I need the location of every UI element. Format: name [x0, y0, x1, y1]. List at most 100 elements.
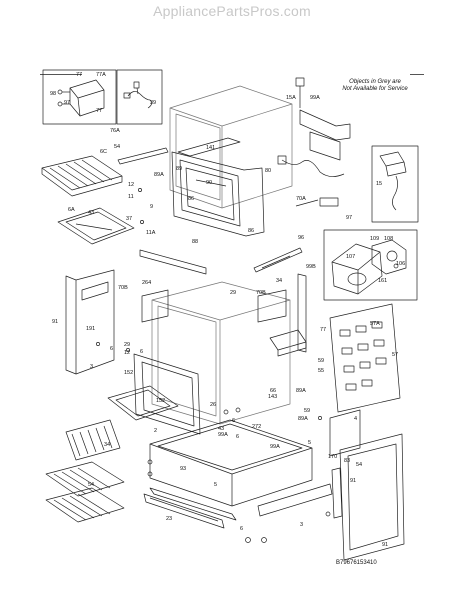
availability-note-line-2: Not Available for Service	[342, 86, 408, 92]
callout-label: 39	[150, 100, 156, 106]
callout-label: 90	[206, 180, 212, 186]
callout-label: 96	[298, 235, 304, 241]
callout-label: 97	[346, 215, 352, 221]
callout-label: 6	[240, 526, 243, 532]
callout-label: 54	[88, 482, 94, 488]
header-rule-right	[410, 74, 424, 75]
upper-element-bar	[177, 137, 241, 187]
callout-label: 12	[128, 182, 134, 188]
callout-label: 91	[350, 478, 356, 484]
header-rule-left	[40, 74, 82, 75]
callout-label: 89	[176, 166, 182, 172]
callout-label: 6C	[100, 149, 107, 155]
bracket-part	[57, 79, 105, 117]
lower-broil-pan	[107, 385, 179, 421]
callout-label: 66	[270, 388, 276, 394]
inset-box-sensor	[371, 145, 419, 223]
callout-label: 23	[166, 516, 172, 522]
side-panel-91	[329, 409, 361, 457]
callout-label: 86	[248, 228, 254, 234]
callout-label: 80	[265, 168, 271, 174]
callout-label: 191	[86, 326, 95, 332]
callout-label: 141	[206, 145, 215, 151]
drawer-side-trim	[331, 467, 343, 519]
callout-label: 89A	[296, 388, 306, 394]
callout-label: 4	[354, 416, 357, 422]
callout-label: 89A	[154, 172, 164, 178]
callout-label: 3	[300, 522, 303, 528]
callout-label: 37	[126, 216, 132, 222]
callout-label: 59	[304, 408, 310, 414]
inset-box-harness	[116, 69, 163, 125]
rail-bracket-upper	[117, 147, 169, 165]
callout-label: 43	[218, 426, 224, 432]
callout-label: 99A	[310, 95, 320, 101]
callout-label: 34	[104, 442, 110, 448]
left-trim-strip	[65, 269, 115, 375]
upper-broil-pan	[57, 207, 135, 245]
callout-label: 11	[128, 194, 134, 200]
callout-label: 5	[214, 482, 217, 488]
callout-label: 57	[392, 352, 398, 358]
panel-70b-left	[141, 289, 169, 323]
callout-label: 76A	[110, 128, 120, 134]
callout-label: 26	[210, 402, 216, 408]
callout-label: 77	[320, 327, 326, 333]
sensor-part	[379, 151, 407, 211]
callout-label: 3	[90, 364, 93, 370]
callout-label: 34	[276, 278, 282, 284]
callout-label: 77A	[96, 72, 106, 78]
callout-label: 29	[124, 342, 130, 348]
vent-duct-assembly	[295, 77, 351, 161]
inset-box-bracket	[42, 69, 117, 125]
callout-label: 5	[308, 440, 311, 446]
callout-label: 70A	[296, 196, 306, 202]
diagram-number: B79676153410	[336, 560, 377, 566]
hinge-bar	[253, 247, 303, 273]
inset-box-fan	[323, 229, 418, 301]
callout-label: 99B	[306, 264, 316, 270]
callout-label: 152	[124, 370, 133, 376]
callout-label: 170	[328, 454, 337, 460]
callout-label: 6	[140, 349, 143, 355]
callout-label: 264	[142, 280, 151, 286]
callout-label: 70B	[118, 285, 128, 291]
callout-label: 2	[154, 428, 157, 434]
outer-door-panel	[339, 433, 405, 561]
callout-label: 70B	[256, 290, 266, 296]
bottom-frame	[149, 419, 313, 507]
callout-label: 77	[96, 108, 102, 114]
screw-hardware	[96, 188, 331, 543]
callout-label: 59	[318, 358, 324, 364]
vent-trim	[139, 249, 207, 275]
right-trim-strip	[297, 273, 307, 353]
callout-label: 15A	[286, 95, 296, 101]
callout-label: 6A	[68, 207, 75, 213]
broil-pan-insert	[65, 419, 121, 461]
upper-oven-rack	[41, 155, 123, 197]
fan-assembly-part	[331, 239, 407, 295]
front-trim-93	[143, 493, 225, 529]
callout-label: 143	[268, 394, 277, 400]
callout-label: 98	[50, 91, 56, 97]
callout-label: 91	[52, 319, 58, 325]
callout-label: 107	[346, 254, 355, 260]
callout-label: 152	[156, 398, 165, 404]
site-watermark: AppliancePartsPros.com	[153, 3, 311, 19]
drawer-rail	[149, 487, 237, 521]
control-cable-bundle	[277, 155, 345, 207]
callout-label: 93	[180, 466, 186, 472]
availability-note: Objects in Grey are Not Available for Se…	[330, 79, 420, 93]
rear-panel	[329, 303, 401, 413]
callout-label: 9	[150, 204, 153, 210]
callout-label: 6	[110, 346, 113, 352]
callout-label: 88	[192, 239, 198, 245]
callout-label: 57A	[370, 321, 380, 327]
callout-label: 54	[114, 144, 120, 150]
callout-label: 43	[88, 210, 94, 216]
availability-note-line-1: Objects in Grey are	[349, 79, 401, 85]
kick-panel	[257, 483, 333, 517]
callout-label: 106	[396, 261, 405, 267]
